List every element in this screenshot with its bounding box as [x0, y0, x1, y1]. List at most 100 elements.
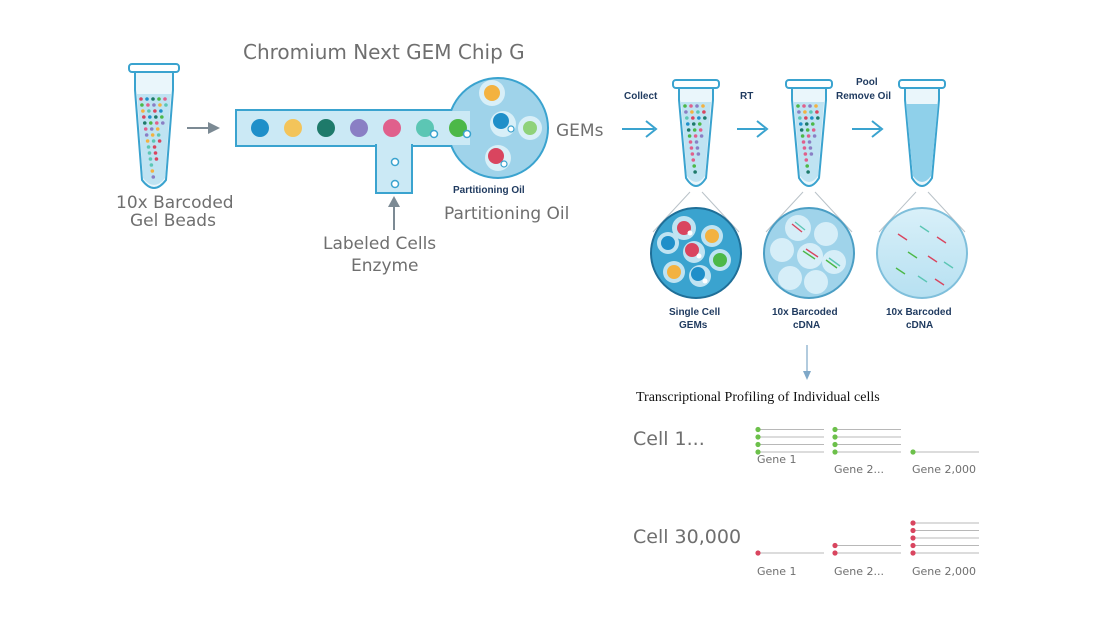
cell-30000-label: Cell 30,000	[633, 526, 742, 548]
gel-bead-dot	[803, 152, 808, 156]
zoom3-label-line1: 10x Barcoded	[886, 307, 952, 318]
gel-bead-dot	[690, 152, 695, 156]
profiling-title: Transcriptional Profiling of Individual …	[636, 390, 880, 405]
gel-bead-dot	[804, 116, 808, 120]
gel-bead-dot	[148, 115, 152, 119]
zoom-single-cell-gems	[650, 207, 742, 299]
zoom1-label-line2: GEMs	[679, 320, 708, 331]
gel-bead-dot	[702, 110, 706, 114]
gel-bead-dot	[154, 115, 158, 119]
gel-bead-dot	[146, 103, 150, 107]
gel-bead-dot	[695, 104, 699, 108]
step-rt: RT	[740, 91, 754, 102]
step-remove-oil: Remove Oil	[836, 91, 892, 102]
gel-bead-dot	[149, 127, 154, 131]
gel-bead-dot	[159, 109, 163, 113]
gel-bead-dot	[691, 116, 695, 120]
gel-bead-dot	[802, 146, 807, 150]
gel-bead-dot	[797, 110, 801, 114]
arrow-pool	[852, 120, 884, 138]
gel-bead-dot	[807, 140, 812, 144]
gel-bead-dot	[698, 128, 703, 132]
gel-bead-dot	[143, 127, 148, 131]
gel-bead-dot	[151, 139, 156, 143]
gel-bead-dot	[808, 146, 813, 150]
expression-read-dot	[832, 426, 838, 433]
step-collect: Collect	[624, 91, 658, 102]
gel-bead-dot	[695, 146, 700, 150]
expression-read-dot	[910, 535, 916, 541]
gel-bead-dot	[147, 109, 151, 113]
gel-bead-dot	[803, 110, 807, 114]
gel-bead-dot	[158, 103, 162, 107]
gel-bead-dot	[685, 122, 690, 126]
zoom2-label-line1: 10x Barcoded	[772, 307, 838, 318]
gel-bead-dot	[154, 121, 159, 125]
gel-bead-dot	[683, 104, 687, 108]
gel-bead-dot	[805, 128, 810, 132]
gel-bead-dot	[152, 145, 157, 149]
gel-bead-dot	[689, 146, 694, 150]
expression-read-dot	[832, 449, 838, 455]
zoom-barcoded-cdna-gems	[763, 207, 855, 299]
expression-read-dot	[755, 441, 761, 448]
gel-bead-dot	[691, 158, 696, 162]
gel-bead-dot	[139, 97, 143, 101]
gel-bead-dot	[151, 97, 155, 101]
gel-bead-dot	[145, 97, 149, 101]
gel-bead-tube	[128, 63, 180, 189]
gel-bead-dot	[814, 104, 818, 108]
gel-bead-dot	[701, 104, 705, 108]
arrow-collect	[622, 120, 658, 138]
gel-bead-dot	[141, 109, 145, 113]
gems-label: GEMs	[556, 121, 604, 141]
gel-bead-dot	[809, 152, 814, 156]
gel-bead-dot	[684, 110, 688, 114]
gel-bead-dot	[160, 115, 164, 119]
cell-1-gene-2: Gene 2...	[834, 463, 885, 476]
gel-bead-dot	[816, 116, 820, 120]
gel-bead-dot	[153, 151, 158, 155]
gel-bead-dot	[142, 115, 146, 119]
expression-read-dot	[832, 441, 838, 448]
gel-bead-dot	[151, 175, 156, 179]
arrow-to-profiling	[803, 345, 811, 380]
expression-read-dot	[832, 550, 838, 556]
cell-1-label: Cell 1...	[633, 428, 705, 450]
expression-read-dot	[832, 434, 838, 440]
gel-bead-dot	[148, 121, 153, 125]
gel-bead-dot	[805, 164, 810, 168]
zoom1-label-line1: Single Cell	[669, 307, 721, 318]
gel-bead-dot	[811, 128, 816, 132]
gel-bead-dot	[148, 157, 153, 161]
expression-read-dot	[910, 449, 916, 455]
cell-30000-gene-2: Gene 2...	[834, 565, 885, 578]
channel-beads	[251, 119, 472, 139]
expression-read-dot	[832, 542, 838, 549]
gel-bead-dot	[689, 104, 693, 108]
gel-bead-dot	[800, 134, 805, 138]
gel-bead-dot	[801, 140, 806, 144]
cell-1-gene-1: Gene 1	[757, 453, 797, 466]
gel-bead-dot	[804, 122, 809, 126]
gel-bead-dot	[808, 104, 812, 108]
gel-bead-dot	[156, 133, 161, 137]
gel-bead-dot	[164, 103, 168, 107]
partitioning-oil-small: Partitioning Oil	[453, 185, 525, 196]
gel-bead-dot	[694, 140, 699, 144]
gel-beads-label-line2: Gel Beads	[130, 211, 216, 231]
expression-read-dot	[755, 550, 761, 556]
gel-bead-dot	[152, 103, 156, 107]
gel-bead-dot	[163, 97, 167, 101]
gel-bead-dot	[804, 158, 809, 162]
gel-beads-label-line1: 10x Barcoded	[116, 193, 234, 213]
gel-bead-dot	[142, 121, 147, 125]
gel-bead-dot	[140, 103, 144, 107]
cell-1-gene-2000: Gene 2,000	[912, 463, 977, 476]
arrow-rt	[737, 120, 769, 138]
gel-bead-dot	[693, 134, 698, 138]
tube-rt	[785, 79, 833, 187]
gel-bead-dot	[806, 170, 810, 174]
gel-bead-dot	[686, 128, 691, 132]
